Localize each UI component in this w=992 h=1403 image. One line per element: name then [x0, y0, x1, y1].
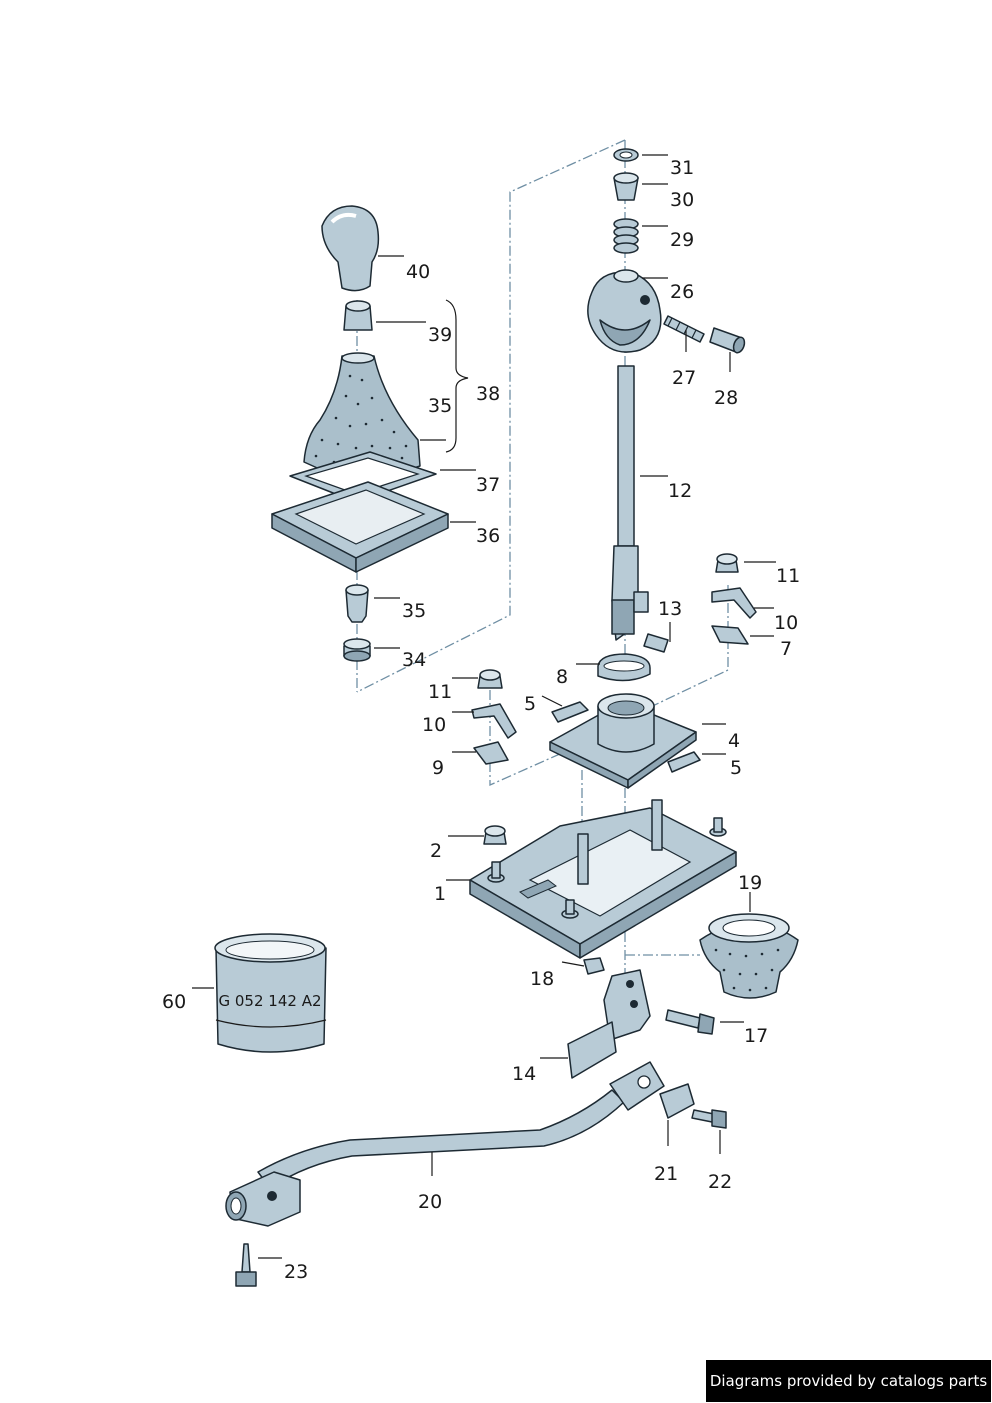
callout-38: 38	[476, 383, 500, 405]
callout-14: 14	[512, 1063, 536, 1085]
callout-2: 2	[430, 840, 442, 862]
callout-20: 20	[418, 1191, 442, 1213]
screw-23[interactable]	[235, 1243, 257, 1287]
clip-5-right[interactable]	[667, 751, 701, 773]
clip-10-left[interactable]	[471, 703, 517, 739]
callout-19: 19	[738, 872, 762, 894]
callout-40: 40	[406, 261, 430, 283]
callout-1: 1	[434, 883, 446, 905]
clip-21[interactable]	[659, 1083, 695, 1119]
sealant-60[interactable]	[214, 933, 327, 1053]
callout-27: 27	[672, 367, 696, 389]
clip-5-left[interactable]	[551, 701, 589, 723]
callout-35-bush: 35	[402, 600, 426, 622]
callout-37: 37	[476, 474, 500, 496]
adapter-39[interactable]	[343, 300, 373, 331]
leader-lines	[192, 154, 776, 1259]
spring-29[interactable]	[613, 218, 639, 254]
circlip-31[interactable]	[613, 148, 639, 162]
callout-12: 12	[668, 480, 692, 502]
spring-27[interactable]	[663, 315, 705, 343]
callout-11-left: 11	[428, 681, 452, 703]
callout-11-right: 11	[776, 565, 800, 587]
callout-10-right: 10	[774, 612, 798, 634]
gear-lever-12[interactable]	[611, 365, 649, 641]
callout-30: 30	[670, 189, 694, 211]
clip-10-right[interactable]	[711, 587, 757, 619]
callout-18: 18	[530, 968, 554, 990]
callout-10-left: 10	[422, 714, 446, 736]
callout-36: 36	[476, 525, 500, 547]
ring-8[interactable]	[597, 653, 651, 682]
callout-29: 29	[670, 229, 694, 251]
pin-28[interactable]	[709, 327, 746, 354]
callout-31: 31	[670, 157, 694, 179]
rubber-boot-19[interactable]	[699, 913, 799, 999]
callout-9: 9	[432, 757, 444, 779]
callout-numbers: 31 30 29 26 27 28 12 40 39 38 35 37 36 3…	[162, 157, 800, 1283]
watermark: Diagrams provided by catalogs parts	[706, 1360, 991, 1402]
pin-13[interactable]	[643, 633, 669, 653]
ring-34[interactable]	[343, 638, 371, 662]
callout-5-right: 5	[730, 757, 742, 779]
nut-18[interactable]	[583, 957, 605, 975]
callout-8: 8	[556, 666, 568, 688]
housing-4[interactable]	[549, 693, 697, 789]
callout-35-boot: 35	[428, 395, 452, 417]
nut-11-right[interactable]	[715, 553, 739, 573]
callout-17: 17	[744, 1025, 768, 1047]
callout-28: 28	[714, 387, 738, 409]
selector-rod-20[interactable]	[225, 1061, 665, 1227]
retainer-7[interactable]	[711, 625, 749, 645]
bolt-17[interactable]	[665, 1009, 715, 1035]
bolt-22[interactable]	[691, 1109, 727, 1129]
base-plate-1[interactable]	[469, 799, 737, 959]
callout-39: 39	[428, 324, 452, 346]
shift-knob-40[interactable]	[321, 205, 380, 292]
callout-23: 23	[284, 1261, 308, 1283]
ball-housing-26[interactable]	[587, 269, 662, 353]
nut-2[interactable]	[483, 825, 507, 845]
bush-30[interactable]	[613, 172, 639, 201]
callout-34: 34	[402, 649, 426, 671]
sealant-part-number: G 052 142 A2	[219, 992, 322, 1010]
retainer-9[interactable]	[473, 741, 509, 765]
bracket-14[interactable]	[567, 969, 651, 1079]
callout-5-left: 5	[524, 693, 536, 715]
bush-35[interactable]	[345, 584, 369, 623]
callout-26: 26	[670, 281, 694, 303]
callout-22: 22	[708, 1171, 732, 1193]
callout-21: 21	[654, 1163, 678, 1185]
callout-13: 13	[658, 598, 682, 620]
cover-36[interactable]	[271, 481, 449, 573]
callout-60: 60	[162, 991, 186, 1013]
callout-4: 4	[728, 730, 740, 752]
nut-11-left[interactable]	[477, 669, 503, 689]
callout-7: 7	[780, 638, 792, 660]
